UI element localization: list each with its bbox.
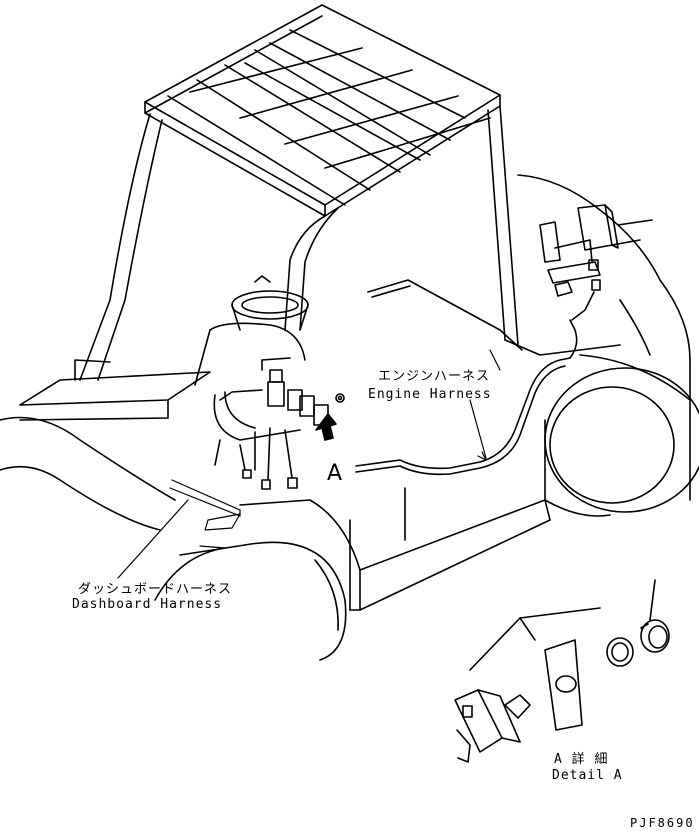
- counterweight-body: [505, 175, 690, 500]
- dashboard-harness-label-en: Dashboard Harness: [72, 597, 223, 612]
- mast-frame: [0, 360, 210, 530]
- callout-a-label: A: [327, 461, 343, 486]
- dashboard-harness-label-jp: ダッシュボードハーネス: [78, 582, 233, 597]
- front-wheel: [155, 542, 346, 660]
- rear-bracket: [540, 205, 652, 320]
- detail-a-label-en: Detail A: [552, 768, 623, 783]
- overhead-guard-roof: [145, 5, 500, 216]
- engine-harness-label-jp: エンジンハーネス: [378, 369, 491, 384]
- detail-a-arrow: [316, 414, 336, 440]
- chassis: [240, 488, 550, 610]
- detail-a-label-jp: A 詳 細: [554, 752, 609, 767]
- guard-pillars: [80, 106, 518, 380]
- detail-a-view: [455, 580, 669, 762]
- engine-harness: [356, 280, 577, 474]
- leader-lines: [118, 350, 500, 578]
- dashboard-harness: [214, 358, 344, 489]
- drawing-code: PJF8690: [630, 816, 695, 830]
- engine-harness-label-en: Engine Harness: [368, 387, 492, 402]
- steering-and-dash: [195, 276, 308, 385]
